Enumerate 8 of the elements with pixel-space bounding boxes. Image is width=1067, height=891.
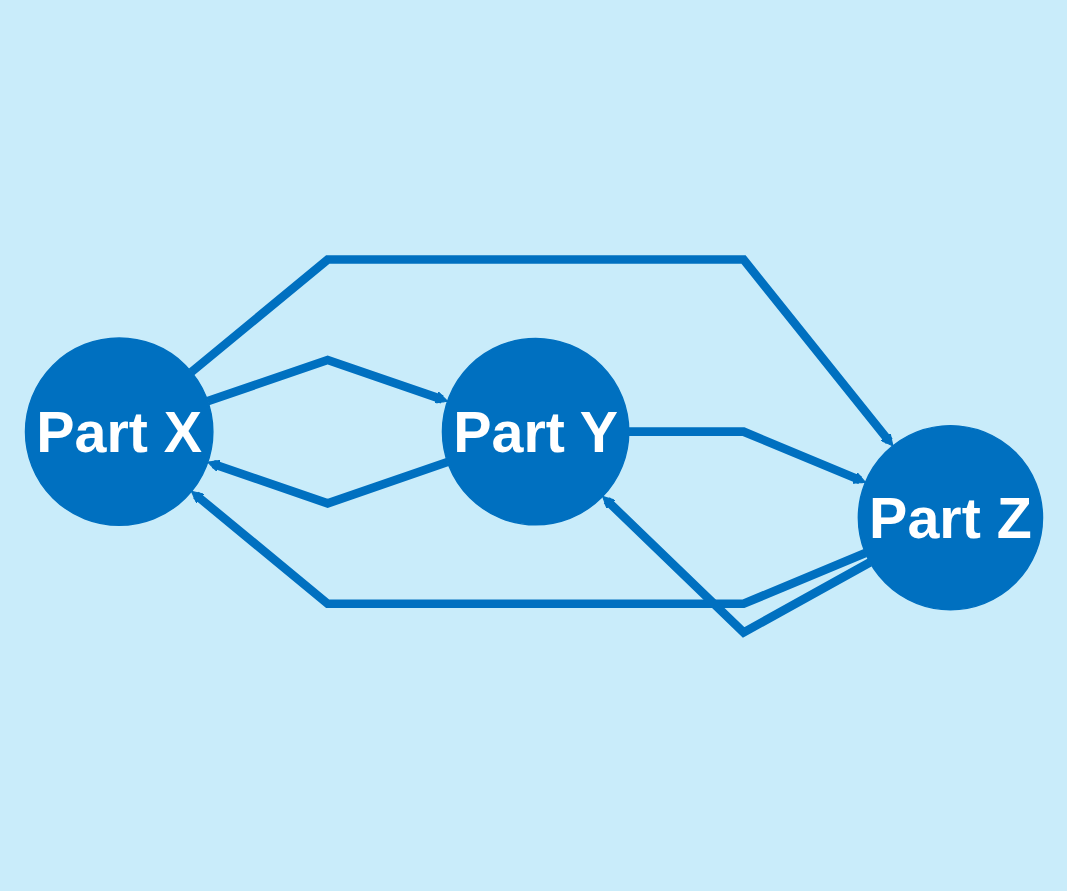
arrow bbox=[628, 426, 866, 484]
node-circle: Part Y bbox=[441, 337, 629, 526]
node-circle: Part X bbox=[24, 336, 214, 526]
arrow bbox=[601, 495, 872, 638]
arrow bbox=[206, 457, 449, 508]
node-circle: Part Z bbox=[857, 424, 1043, 610]
arrow bbox=[188, 254, 893, 446]
arrow bbox=[190, 490, 867, 608]
